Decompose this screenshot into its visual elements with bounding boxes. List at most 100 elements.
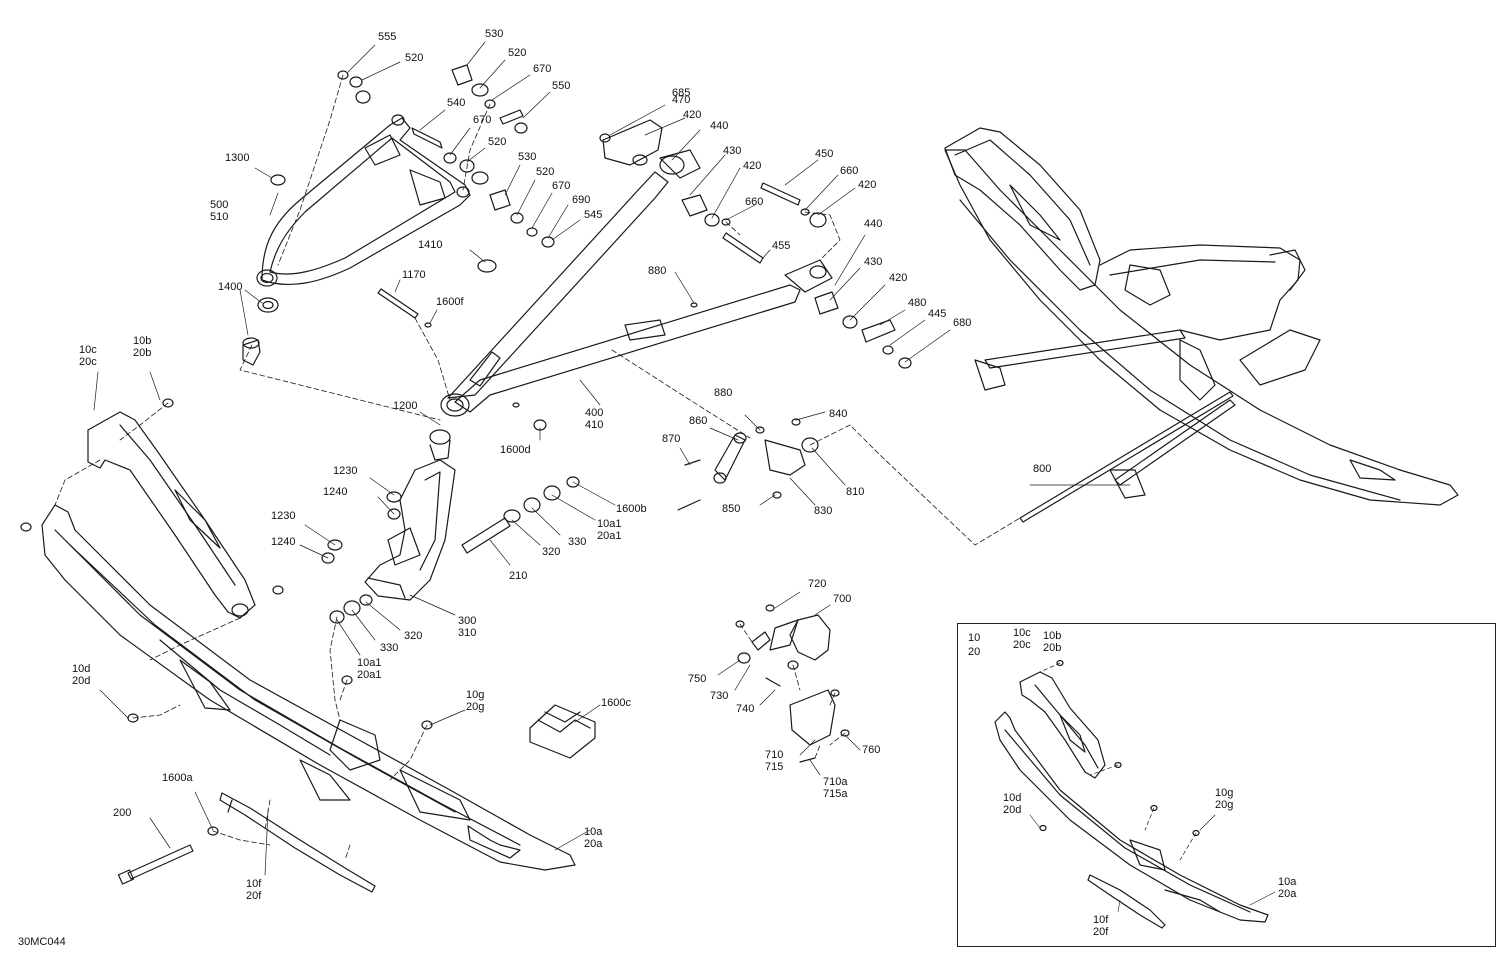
dashed-assembly-lines xyxy=(54,74,1021,861)
callout-860: 860 xyxy=(689,415,708,427)
washer-1230a xyxy=(386,491,402,503)
callout-445: 445 xyxy=(928,308,947,320)
callout-10g-20g: 10g 20g xyxy=(466,689,485,713)
callout-520: 520 xyxy=(405,52,424,64)
callout-760: 760 xyxy=(862,744,881,756)
washer-1230b xyxy=(327,539,343,551)
inset-callout-10d-20d: 10d 20d xyxy=(1003,792,1022,816)
callout-1600c: 1600c xyxy=(601,697,631,709)
callout-660: 660 xyxy=(840,165,859,177)
callout-500-510: 500 510 xyxy=(210,199,229,223)
callout-420: 420 xyxy=(858,179,877,191)
callout-10c-20c: 10c 20c xyxy=(79,344,97,368)
ski-bolt-200 xyxy=(117,826,219,885)
callout-10f-20f: 10f 20f xyxy=(246,878,262,902)
callout-520: 520 xyxy=(536,166,555,178)
callout-1400: 1400 xyxy=(218,281,243,293)
callout-670: 670 xyxy=(473,114,492,126)
callout-1230: 1230 xyxy=(333,465,358,477)
callout-420: 420 xyxy=(743,160,762,172)
callout-1600b: 1600b xyxy=(616,503,647,515)
lower-arm-bushings xyxy=(681,182,912,369)
callout-730: 730 xyxy=(710,690,729,702)
lower-a-arm xyxy=(440,149,833,417)
assembled-view xyxy=(944,127,1459,523)
callout-1200: 1200 xyxy=(393,400,418,412)
callout-880: 880 xyxy=(714,387,733,399)
callout-430: 430 xyxy=(723,145,742,157)
bolt-1170 xyxy=(377,288,419,319)
callout-810: 810 xyxy=(846,486,865,498)
ski-runner xyxy=(219,792,376,893)
callout-leaders xyxy=(93,41,1131,876)
callout-10a1-20a1: 10a1 20a1 xyxy=(597,518,622,542)
inset-drawing xyxy=(994,659,1269,929)
callout-450: 450 xyxy=(815,148,834,160)
callout-740: 740 xyxy=(736,703,755,715)
callout-470: 470 xyxy=(672,94,691,106)
inset-callout-10c-20c: 10c 20c xyxy=(1013,627,1031,651)
inset-callout-10a-20a: 10a 20a xyxy=(1278,876,1297,900)
spindle-300 xyxy=(364,429,456,601)
callout-430: 430 xyxy=(864,256,883,268)
callout-1230: 1230 xyxy=(271,510,296,522)
callout-720: 720 xyxy=(808,578,827,590)
callout-660: 660 xyxy=(745,196,764,208)
callout-330: 330 xyxy=(380,642,399,654)
callout-440: 440 xyxy=(710,120,729,132)
inset-callout-10g-20g: 10g 20g xyxy=(1215,787,1234,811)
callout-850: 850 xyxy=(722,503,741,515)
figure-id: 30MC044 xyxy=(18,936,66,948)
nut-1600f xyxy=(424,322,432,328)
callout-1300: 1300 xyxy=(225,152,250,164)
callout-710-715: 710 715 xyxy=(765,749,784,773)
circlip-1410 xyxy=(477,259,497,273)
callout-1170: 1170 xyxy=(402,269,426,281)
callout-870: 870 xyxy=(662,433,681,445)
nut-1240b xyxy=(321,552,335,564)
callout-10a1-20a1: 10a1 20a1 xyxy=(357,657,382,681)
callout-200: 200 xyxy=(113,807,132,819)
callout-690: 690 xyxy=(572,194,591,206)
upper-bushings xyxy=(337,64,555,248)
callout-550: 550 xyxy=(552,80,571,92)
callout-1600f: 1600f xyxy=(436,296,464,308)
callout-700: 700 xyxy=(833,593,852,605)
callout-710a-715a: 710a 715a xyxy=(823,776,848,800)
callout-800: 800 xyxy=(1033,463,1052,475)
callout-1600a: 1600a xyxy=(162,772,193,784)
callout-540: 540 xyxy=(447,97,466,109)
ball-joint-1400 xyxy=(242,297,279,366)
callout-10b-20b: 10b 20b xyxy=(133,335,152,359)
callout-210: 210 xyxy=(509,570,528,582)
stabilizer-link xyxy=(677,418,819,511)
callout-420: 420 xyxy=(683,109,702,121)
shock-sensor-700 xyxy=(735,604,850,763)
inset-callout-10f-20f: 10f 20f xyxy=(1093,914,1109,938)
circlip-1300 xyxy=(270,174,286,186)
callout-320: 320 xyxy=(542,546,561,558)
bracket-470 xyxy=(602,119,663,166)
callout-670: 670 xyxy=(533,63,552,75)
callout-840: 840 xyxy=(829,408,848,420)
ski-handle xyxy=(87,398,284,619)
callout-830: 830 xyxy=(814,505,833,517)
callout-10d-20d: 10d 20d xyxy=(72,663,91,687)
callout-455: 455 xyxy=(772,240,791,252)
callout-680: 680 xyxy=(953,317,972,329)
callout-1240: 1240 xyxy=(323,486,348,498)
callout-330: 330 xyxy=(568,536,587,548)
callout-1410: 1410 xyxy=(418,239,443,251)
callout-1240: 1240 xyxy=(271,536,296,548)
callout-320: 320 xyxy=(404,630,423,642)
axle-210 xyxy=(329,476,580,624)
callout-685: 685 xyxy=(672,87,691,99)
nut-1240a xyxy=(387,508,401,520)
upper-a-arm xyxy=(256,114,471,287)
callout-880: 880 xyxy=(648,265,667,277)
callout-520: 520 xyxy=(508,47,527,59)
callout-670: 670 xyxy=(552,180,571,192)
callout-750: 750 xyxy=(688,673,707,685)
callout-530: 530 xyxy=(485,28,504,40)
